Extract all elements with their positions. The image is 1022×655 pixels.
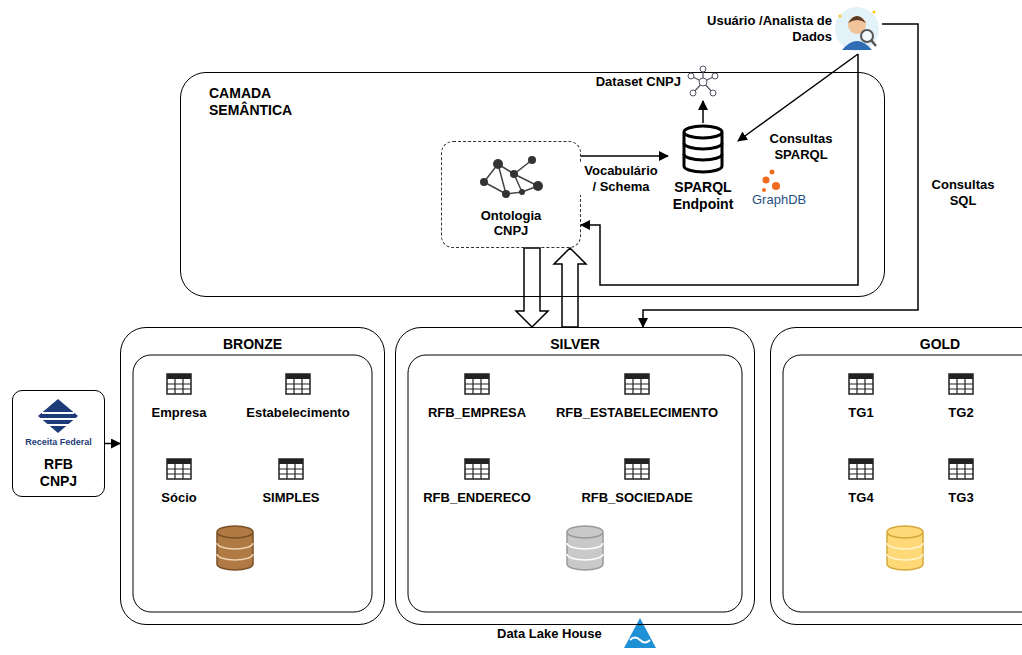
- node-label: Dataset CNPJ: [596, 74, 681, 90]
- inner-box: [133, 355, 372, 612]
- table-icon: [848, 458, 874, 480]
- connector: [643, 24, 918, 327]
- edge-label: Consultas SQL: [922, 176, 1004, 209]
- table-node: Sócio: [161, 458, 196, 506]
- table-icon: [848, 373, 874, 395]
- edge-label: Consultas SPARQL: [760, 130, 842, 163]
- node-label: RFB_EMPRESA: [428, 405, 526, 421]
- layer-panel: BRONZE Empresa EstabelecimentoSócio SIMPLES: [120, 327, 385, 625]
- connector: [581, 155, 668, 157]
- layer-panel: CAMADA SEMÂNTICA Ontologia CNPJ SPARQL End…: [180, 72, 885, 297]
- node-label: TG2: [948, 405, 973, 421]
- node-label: Ontologia CNPJ: [471, 208, 551, 239]
- node-label: GOLD: [771, 336, 1022, 353]
- layer-panel: GOLD TG1 TG2TG4 TG3: [770, 327, 1022, 625]
- node-label: RFB_ENDERECO: [423, 490, 531, 506]
- table-icon: [285, 373, 311, 395]
- node-label: TG4: [848, 490, 873, 506]
- table-icon: [166, 458, 192, 480]
- caption-label: Data Lake House: [497, 626, 602, 642]
- table-node: TG1: [848, 373, 873, 421]
- ontology-box: Ontologia CNPJ: [441, 141, 581, 248]
- table-icon: [624, 458, 650, 480]
- node-label: RFB CNPJ: [34, 456, 84, 490]
- dataset-node: Dataset CNPJ: [596, 63, 721, 101]
- onto-icon: [476, 152, 546, 202]
- source-box: Receita FederalRFB CNPJ: [12, 390, 105, 497]
- node-label: RFB_ESTABELECIMENTO: [556, 405, 718, 421]
- graph-icon: [687, 65, 719, 99]
- inner-box: [408, 355, 742, 612]
- connector: [105, 443, 120, 445]
- connector: [581, 54, 858, 285]
- connector: [738, 54, 858, 141]
- table-node: RFB_EMPRESA: [428, 373, 526, 421]
- node-label: Usuário /Analista de Dados: [702, 13, 832, 44]
- table-node: SIMPLES: [262, 458, 319, 506]
- node-label: BRONZE: [121, 336, 384, 353]
- table-node: TG2: [948, 373, 973, 421]
- user-node: Usuário /Analista de Dados: [702, 4, 882, 54]
- table-icon: [948, 458, 974, 480]
- table-icon: [464, 373, 490, 395]
- block-arrow: [554, 248, 586, 327]
- table-node: TG4: [848, 458, 873, 506]
- node-label: SPARQL Endpoint: [668, 179, 738, 213]
- connector: [702, 101, 704, 123]
- table-icon: [948, 373, 974, 395]
- table-icon: [166, 373, 192, 395]
- node-label: TG1: [848, 405, 873, 421]
- edge-label: Vocabulário / Schema: [580, 162, 662, 195]
- layer-panel: SILVER RFB_EMPRESA RFB_ESTABELECIMENTO RFB_…: [395, 327, 755, 625]
- table-node: Estabelecimento: [246, 373, 349, 421]
- node-label: Empresa: [152, 405, 207, 421]
- node-label: Receita Federal: [25, 437, 92, 448]
- node-label: RFB_SOCIEDADE: [581, 490, 692, 506]
- node-label: Sócio: [161, 490, 196, 506]
- node-label: SILVER: [396, 336, 754, 353]
- db-icon: [681, 123, 725, 175]
- node-label: SIMPLES: [262, 490, 319, 506]
- table-icon: [464, 458, 490, 480]
- table-node: RFB_SOCIEDADE: [581, 458, 692, 506]
- endpoint-node: SPARQL Endpoint: [668, 123, 738, 213]
- database-icon: [567, 526, 603, 570]
- inner-box: [783, 355, 1022, 612]
- table-node: Empresa: [152, 373, 207, 421]
- node-label: CAMADA SEMÂNTICA: [209, 85, 319, 119]
- datalake-icon: [624, 618, 656, 648]
- user-icon: [834, 6, 880, 52]
- database-icon: [217, 526, 253, 570]
- rfb-logo: [38, 399, 78, 433]
- table-icon: [624, 373, 650, 395]
- node-label: Estabelecimento: [246, 405, 349, 421]
- table-node: RFB_ESTABELECIMENTO: [556, 373, 718, 421]
- table-icon: [278, 458, 304, 480]
- block-arrow: [516, 248, 548, 327]
- table-node: RFB_ENDERECO: [423, 458, 531, 506]
- logo-text: GraphDB: [752, 192, 806, 208]
- node-label: TG3: [948, 490, 973, 506]
- database-icon: [887, 526, 923, 570]
- graphdb-logo: [762, 170, 780, 193]
- table-node: TG3: [948, 458, 973, 506]
